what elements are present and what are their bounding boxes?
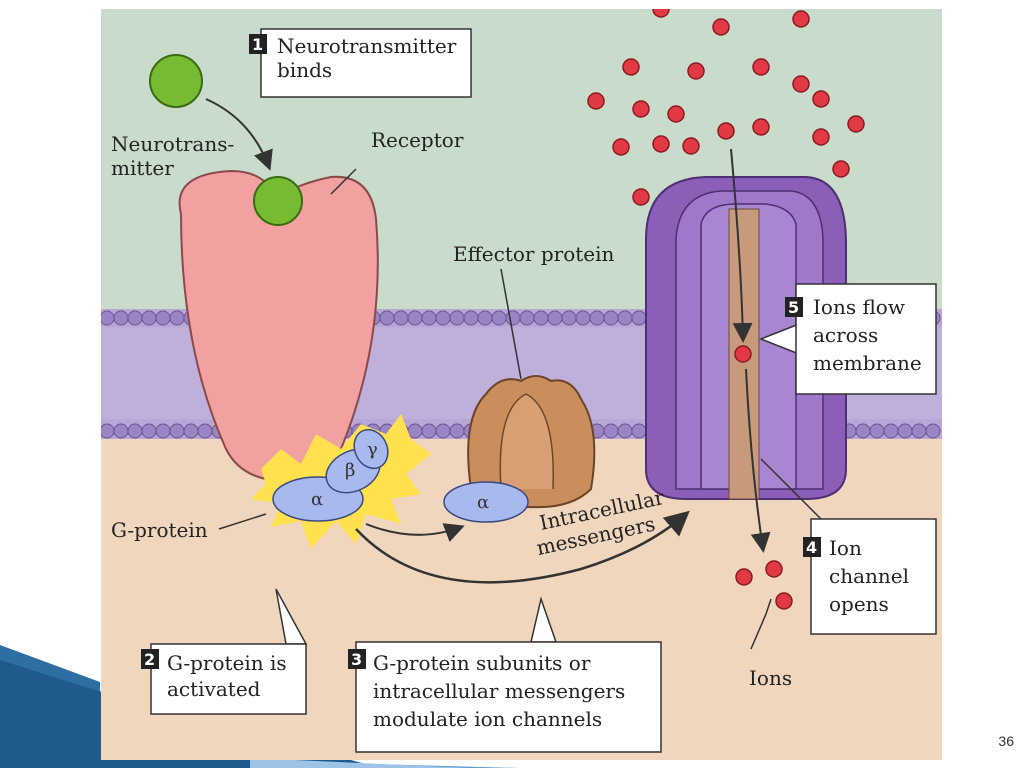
ion [712,18,730,36]
ion [847,115,865,133]
effector-alpha-subunit [443,481,529,523]
step-5-number: 5 [788,298,799,317]
ion [587,92,605,110]
step-2-number: 2 [144,650,155,669]
ion [632,188,650,206]
ion [682,137,700,155]
ion-flow-arrow [730,148,753,343]
beta-label: β [345,460,355,481]
ion [752,58,770,76]
ion [735,568,753,586]
ion [792,10,810,28]
gamma-label: γ [367,439,378,460]
messenger-arrow [355,510,690,584]
binding-arrow [205,98,273,171]
ions-label: Ions [749,666,792,690]
neurotransmitter-label: Neurotrans-mitter [111,132,234,180]
page-number: 36 [998,733,1014,749]
ion [812,128,830,146]
ion [832,160,850,178]
intracellular-ions [735,560,793,610]
ion [775,592,793,610]
ion-flow-arrow-inside [745,368,771,553]
ion [812,90,830,108]
receptor [178,169,379,483]
step-1-number: 1 [252,35,263,54]
extracellular-ions [587,9,865,206]
bound-neurotransmitter [253,176,303,226]
receptor-label: Receptor [371,128,464,152]
g-protein-gamma [353,428,389,470]
ion [717,122,735,140]
ion [792,75,810,93]
effector-alpha-label: α [477,492,489,513]
ion-in-pore [734,345,752,363]
g-protein: α β γ [272,428,389,522]
ion [752,118,770,136]
g-protein-label: G-protein [111,518,208,542]
free-neurotransmitter [149,54,203,108]
g-protein-ion-channel-diagram: α β γ α Neurotrans-mitter Receptor Effec… [101,9,942,760]
ion [687,62,705,80]
leader-lines [218,168,822,650]
step-4-number: 4 [806,538,817,557]
effector-protein-label: Effector protein [453,242,615,266]
effector-protein [467,375,596,509]
ion [765,560,783,578]
g-to-effector-arrow [365,523,465,543]
ion [652,135,670,153]
ion [667,105,685,123]
ion [612,138,630,156]
ion [622,58,640,76]
step-3-number: 3 [351,650,362,669]
ion [652,9,670,18]
alpha-label: α [311,489,323,510]
ion [632,100,650,118]
